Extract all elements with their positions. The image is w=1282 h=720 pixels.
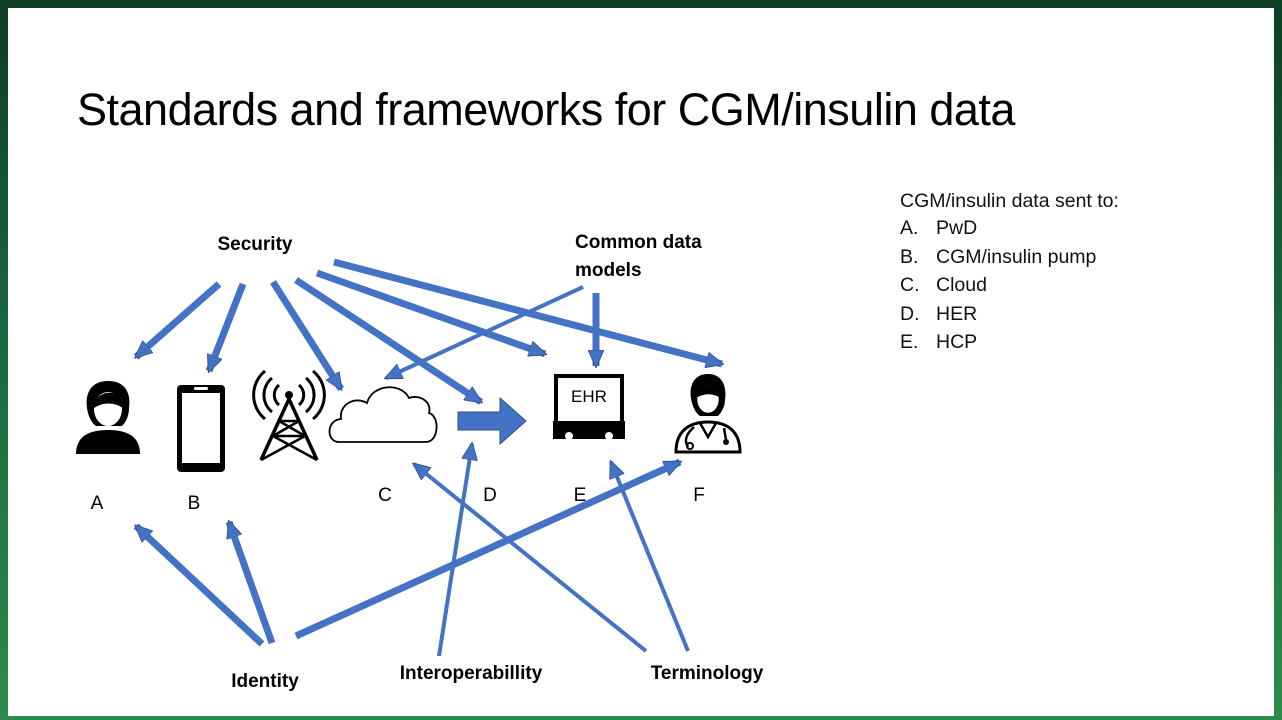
ehr-monitor-icon: EHR [553, 374, 625, 440]
legend-heading: CGM/insulin data sent to: [900, 190, 1119, 212]
arrow-identity-to-a [133, 523, 265, 647]
icon-label-a: A [91, 493, 104, 514]
identity-label: Identity [231, 671, 299, 692]
icon-label-c: C [378, 485, 392, 506]
arrow-security-to-b [205, 282, 247, 371]
arrow-cdm-to-c [386, 285, 584, 380]
legend-item-text: HER [936, 302, 978, 325]
terminology-label: Terminology [651, 663, 764, 684]
legend-item-letter: D. [900, 302, 920, 325]
icon-label-e: E [574, 485, 587, 506]
cell-tower-icon [252, 369, 326, 462]
legend-item: C. Cloud [900, 274, 1119, 303]
doctor-icon [674, 374, 742, 454]
icon-label-d: D [483, 485, 497, 506]
legend-item: A. PwD [900, 217, 1119, 246]
arrow-security-to-d [294, 277, 481, 405]
icon-label-f: F [693, 485, 705, 506]
arrow-security-to-a [133, 281, 222, 360]
arrow-identity-to-f [294, 458, 680, 640]
legend-item-letter: C. [900, 274, 920, 296]
legend-item-letter: E. [900, 331, 919, 353]
legend-item-text: PwD [936, 217, 978, 239]
ehr-screen-text: EHR [571, 387, 607, 406]
slide-title: Standards and frameworks for CGM/insulin… [77, 84, 1015, 135]
person-icon [76, 381, 140, 454]
arrow-security-to-c [270, 280, 344, 389]
legend-item: B. CGM/insulin pump [900, 246, 1119, 275]
arrow-identity-to-b [225, 522, 276, 645]
arrow-right-icon [457, 396, 527, 446]
connector-arrows [133, 258, 722, 657]
legend-item: E. HCP [900, 331, 1119, 360]
interoperability-label: Interoperabillity [400, 663, 543, 684]
legend-item-text: HCP [936, 331, 978, 353]
arrow-security-to-e [315, 269, 545, 358]
common-data-models-label-line2: models [575, 260, 642, 281]
legend-item-text: Cloud [936, 274, 987, 296]
common-data-models-label-line1: Common data [575, 232, 702, 253]
smartphone-icon [177, 385, 225, 472]
icon-label-b: B [188, 493, 201, 514]
legend-item: D. HER [900, 303, 1119, 332]
arrow-terminology-to-c [414, 464, 648, 653]
cloud-icon [328, 386, 438, 443]
legend: CGM/insulin data sent to: A. PwD B. CGM/… [900, 190, 1119, 360]
legend-item-letter: A. [900, 217, 919, 239]
legend-item-letter: B. [900, 245, 919, 268]
legend-item-text: CGM/insulin pump [936, 245, 1097, 268]
arrow-terminology-to-e [609, 462, 690, 652]
security-label: Security [218, 234, 293, 255]
arrow-interop-to-d [437, 444, 472, 657]
